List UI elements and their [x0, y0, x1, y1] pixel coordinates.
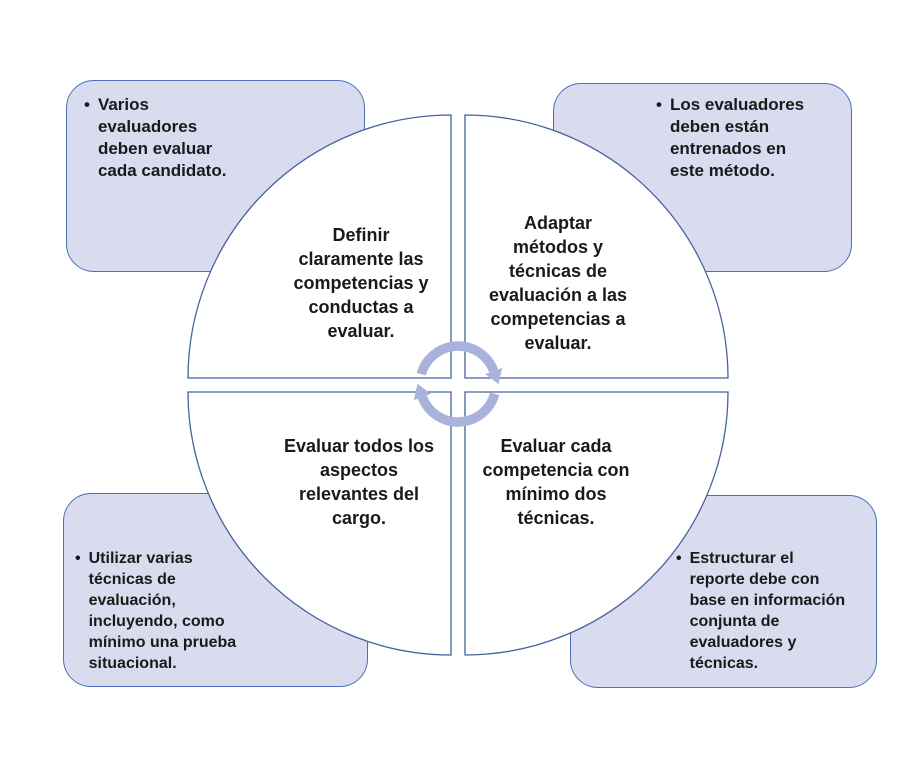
text-line: Evaluar todos los [283, 436, 435, 456]
text-line: Varios [97, 95, 149, 114]
text-line: técnicas. [689, 655, 759, 672]
callout-text-multiple-evaluators: • Varios evaluadores deben evaluar cada … [84, 94, 226, 182]
bullet: • [656, 95, 662, 114]
text-line: técnicas de [88, 571, 176, 588]
text-line: técnicas de [508, 261, 608, 281]
callout-text-structured-report: • Estructurar el reporte debe con base e… [676, 548, 845, 674]
text-line: evaluar. [524, 333, 592, 353]
callout-text-various-techniques: • Utilizar varias técnicas de evaluación… [75, 548, 236, 674]
text-line: métodos y [512, 237, 604, 257]
text-line: base en información [689, 592, 846, 609]
text-line: entrenados en [669, 139, 787, 158]
bullet: • [84, 95, 90, 114]
quadrant-shape-top-right [464, 114, 729, 379]
text-line: evaluadores y [689, 634, 797, 651]
quadrant-shape-bottom-right [464, 391, 729, 656]
text-line: conjunta de [689, 613, 780, 630]
text-line: relevantes del [298, 484, 420, 504]
text-line: Adaptar [523, 213, 592, 233]
bullet: • [676, 550, 682, 567]
text-line: evaluadores [97, 117, 198, 136]
quadrant-text-adapt-methods: Adaptar métodos y técnicas de evaluación… [458, 211, 658, 355]
text-line: deben evaluar [97, 139, 213, 158]
text-line: Estructurar el [689, 550, 794, 567]
text-line: mínimo una prueba [88, 634, 237, 651]
text-line: cargo. [331, 508, 387, 528]
callout-text-trained-evaluators: • Los evaluadores deben están entrenados… [656, 94, 804, 182]
cycle-arrows-icon [413, 341, 503, 427]
text-line: competencias a [490, 309, 626, 329]
text-line: aspectos [319, 460, 399, 480]
text-line: Los evaluadores [669, 95, 805, 114]
text-line: evaluación a las [488, 285, 628, 305]
text-line: evaluación, [88, 592, 176, 609]
quadrant-text-evaluate-all-aspects: Evaluar todos los aspectos relevantes de… [259, 434, 459, 530]
quadrant-text-two-techniques: Evaluar cada competencia con mínimo dos … [456, 434, 656, 530]
quadrant-text-define-competencies: Definir claramente las competencias y co… [261, 223, 461, 343]
text-line: competencia con [482, 460, 630, 480]
text-line: incluyendo, como [88, 613, 225, 630]
text-line: claramente las [298, 249, 424, 269]
text-line: este método. [669, 161, 775, 180]
text-line: competencias y [293, 273, 429, 293]
text-line: deben están [669, 117, 770, 136]
text-line: Evaluar cada [500, 436, 612, 456]
bullet: • [75, 550, 81, 567]
text-line: Definir [332, 225, 390, 245]
text-line: mínimo dos [505, 484, 607, 504]
text-line: reporte debe con [689, 571, 820, 588]
quadrant-shape-top-left [187, 114, 452, 379]
text-line: técnicas. [517, 508, 595, 528]
text-line: evaluar. [327, 321, 395, 341]
quadrant-shape-bottom-left [187, 391, 452, 656]
text-line: Utilizar varias [88, 550, 193, 567]
text-line: situacional. [88, 655, 177, 672]
text-line: cada candidato. [97, 161, 227, 180]
text-line: conductas a [308, 297, 414, 317]
